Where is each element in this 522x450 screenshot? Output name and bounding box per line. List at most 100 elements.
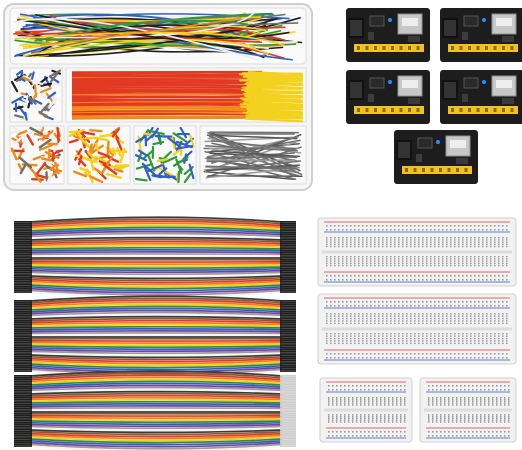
rail-hole bbox=[466, 229, 468, 231]
rail-hole bbox=[374, 275, 376, 277]
terminal-hole bbox=[490, 256, 492, 258]
wire bbox=[172, 147, 183, 156]
terminal-hole bbox=[494, 243, 496, 246]
terminal-hole bbox=[486, 262, 488, 265]
rail-hole bbox=[422, 353, 424, 355]
terminal-hole bbox=[464, 404, 466, 406]
terminal-hole bbox=[406, 317, 408, 320]
terminal-hole bbox=[346, 245, 348, 248]
terminal-hole bbox=[438, 258, 440, 260]
wire bbox=[71, 101, 263, 104]
rail-hole bbox=[488, 389, 490, 391]
terminal-hole bbox=[388, 419, 390, 421]
terminal-hole bbox=[454, 243, 456, 246]
terminal-hole bbox=[328, 397, 330, 399]
terminal-hole bbox=[498, 245, 500, 248]
terminal-hole bbox=[358, 322, 360, 325]
terminal-hole bbox=[414, 317, 416, 320]
wire bbox=[71, 71, 263, 75]
terminal-hole bbox=[466, 264, 468, 267]
terminal-hole bbox=[502, 256, 504, 258]
terminal-hole bbox=[330, 315, 332, 317]
terminal-hole bbox=[386, 258, 388, 260]
rail-hole bbox=[496, 435, 498, 437]
terminal-hole bbox=[474, 337, 476, 340]
ribbon-wire bbox=[29, 271, 283, 276]
terminal-hole bbox=[374, 262, 376, 265]
terminal-hole bbox=[492, 402, 494, 404]
wire bbox=[47, 91, 57, 99]
terminal-hole bbox=[426, 342, 428, 345]
rail-hole bbox=[470, 305, 472, 307]
dupont-connector bbox=[280, 445, 296, 447]
terminal-hole bbox=[508, 419, 510, 421]
terminal-hole bbox=[480, 417, 482, 420]
terminal-hole bbox=[478, 264, 480, 267]
dupont-connector bbox=[280, 264, 296, 266]
terminal-hole bbox=[446, 243, 448, 246]
terminal-hole bbox=[368, 402, 370, 404]
terminal-hole bbox=[400, 419, 402, 421]
terminal-hole bbox=[414, 258, 416, 260]
dupont-connector bbox=[14, 339, 32, 342]
assorted-short-wires bbox=[10, 69, 62, 121]
terminal-hole bbox=[364, 415, 366, 418]
terminal-hole bbox=[332, 414, 334, 416]
terminal-hole bbox=[326, 340, 328, 342]
terminal-hole bbox=[464, 414, 466, 416]
terminal-hole bbox=[328, 398, 330, 401]
terminal-hole bbox=[330, 322, 332, 325]
terminal-hole bbox=[394, 333, 396, 335]
terminal-hole bbox=[452, 397, 454, 399]
rail-hole bbox=[378, 275, 380, 277]
terminal-hole bbox=[504, 417, 506, 420]
terminal-hole bbox=[432, 421, 434, 423]
terminal-hole bbox=[490, 258, 492, 260]
ribbon-wire bbox=[29, 392, 283, 397]
terminal-hole bbox=[502, 317, 504, 320]
rail-hole bbox=[438, 357, 440, 359]
terminal-hole bbox=[446, 320, 448, 322]
terminal-hole bbox=[506, 241, 508, 243]
terminal-hole bbox=[348, 398, 350, 401]
terminal-hole bbox=[372, 417, 374, 420]
rail-hole bbox=[460, 389, 462, 391]
rail-hole bbox=[342, 305, 344, 307]
rail-hole bbox=[436, 431, 438, 433]
dupont-connector bbox=[280, 271, 296, 274]
dupont-connector bbox=[280, 246, 296, 248]
terminal-hole bbox=[496, 419, 498, 421]
terminal-hole bbox=[402, 260, 404, 262]
terminal-hole bbox=[450, 333, 452, 335]
header-pin bbox=[365, 46, 369, 50]
terminal-hole bbox=[354, 264, 356, 267]
terminal-hole bbox=[340, 398, 342, 401]
terminal-hole bbox=[402, 243, 404, 246]
header-pin bbox=[485, 46, 488, 50]
terminal-hole bbox=[462, 337, 464, 340]
rail-hole bbox=[506, 279, 508, 281]
terminal-hole bbox=[370, 340, 372, 342]
wire bbox=[206, 159, 296, 162]
terminal-hole bbox=[414, 333, 416, 335]
dupont-connector bbox=[14, 416, 32, 419]
terminal-hole bbox=[498, 237, 500, 239]
ribbon-wire bbox=[29, 307, 283, 313]
terminal-hole bbox=[392, 402, 394, 404]
rail-hole bbox=[370, 275, 372, 277]
terminal-hole bbox=[330, 320, 332, 322]
rail-hole bbox=[366, 229, 368, 231]
terminal-hole bbox=[394, 342, 396, 345]
terminal-hole bbox=[328, 400, 330, 403]
rail-hole bbox=[382, 275, 384, 277]
dupont-connector bbox=[14, 273, 32, 275]
rail-hole bbox=[450, 353, 452, 355]
ribbon-wire bbox=[29, 285, 283, 292]
rail-hole bbox=[326, 229, 328, 231]
wire bbox=[17, 129, 28, 136]
rail-hole bbox=[396, 389, 398, 391]
terminal-hole bbox=[506, 243, 508, 246]
terminal-hole bbox=[486, 264, 488, 267]
rail-hole bbox=[426, 301, 428, 303]
dupont-connector bbox=[280, 337, 296, 340]
